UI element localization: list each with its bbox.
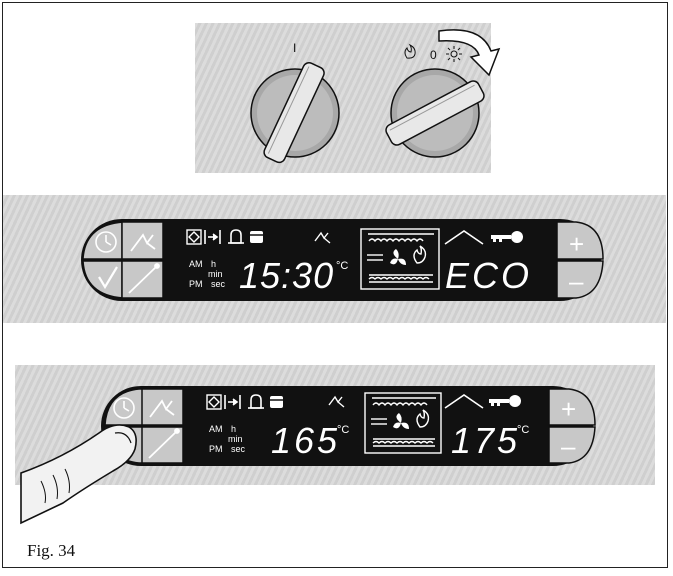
temperature-left-unit: °C <box>337 424 349 436</box>
temperature-right-unit: °C <box>517 424 529 436</box>
clock-icon[interactable] <box>95 231 117 253</box>
clock-icon[interactable] <box>113 397 135 419</box>
grill-flame-icon <box>416 409 430 428</box>
plus-button[interactable] <box>548 388 596 426</box>
rotate-clockwise-arrow-icon <box>438 29 501 77</box>
figure-caption: Fig. 34 <box>27 541 76 560</box>
minus-button[interactable] <box>556 260 604 299</box>
end-time-icon <box>224 395 241 409</box>
check-icon[interactable] <box>98 266 118 290</box>
bell-icon <box>248 394 264 409</box>
door-lock-icon <box>206 394 222 410</box>
hour-label: h <box>231 424 236 434</box>
roof-icon <box>444 394 484 409</box>
end-time-icon <box>204 230 221 244</box>
probe-icon[interactable] <box>128 263 160 294</box>
door-lock-icon <box>186 229 202 245</box>
finger-icon <box>20 424 137 525</box>
temperature-right-readout: 175 <box>451 420 520 461</box>
duration-icon <box>250 231 263 243</box>
plus-button[interactable] <box>556 221 604 260</box>
key-icon <box>491 231 523 243</box>
minus-button[interactable] <box>548 426 596 464</box>
flame-symbol-icon <box>404 43 416 59</box>
knob-drawing: I 0 <box>250 29 501 165</box>
temperature-left-readout: 165 <box>271 420 340 461</box>
time-unit-label: °C <box>336 260 348 272</box>
duration-icon <box>270 396 283 408</box>
recipe-indicator-icon <box>314 231 331 244</box>
pm-label: PM <box>209 444 223 454</box>
hour-label: h <box>211 259 216 269</box>
minute-label: min <box>228 434 243 444</box>
second-label: sec <box>211 279 226 289</box>
time-readout: 15:30 <box>239 255 334 296</box>
minus-icon: – <box>569 266 584 296</box>
recipe-icon[interactable] <box>149 399 175 418</box>
am-label: AM <box>189 259 203 269</box>
light-symbol-icon <box>446 46 462 62</box>
roof-icon <box>444 230 484 245</box>
function-selector-knob[interactable] <box>250 61 340 165</box>
am-label: AM <box>209 424 223 434</box>
temperature-selector-knob[interactable] <box>384 68 486 158</box>
recipe-indicator-icon <box>328 395 345 408</box>
plus-icon: + <box>569 229 584 259</box>
figure-frame: I 0 <box>2 2 668 568</box>
right-knob-zero-label: 0 <box>430 48 437 62</box>
key-icon <box>489 395 521 407</box>
minute-label: min <box>208 269 223 279</box>
recipe-icon[interactable] <box>130 233 156 252</box>
mode-readout: ECO <box>445 255 532 296</box>
heating-mode-box <box>364 392 442 454</box>
left-knob-label: I <box>293 41 296 55</box>
second-label: sec <box>231 444 246 454</box>
heating-mode-box <box>360 228 440 290</box>
pm-label: PM <box>189 279 203 289</box>
plus-icon: + <box>561 394 576 424</box>
bell-icon <box>228 229 244 244</box>
grill-flame-icon <box>413 245 427 264</box>
fan-icon <box>393 413 409 429</box>
display-panel-2: AM h min PM sec 165 °C 175 °C + – <box>20 386 596 525</box>
minus-icon: – <box>561 431 576 461</box>
fan-icon <box>390 249 406 265</box>
probe-icon[interactable] <box>148 428 180 459</box>
display-panel-1: AM h min PM sec 15:30 °C ECO + – <box>81 219 604 301</box>
